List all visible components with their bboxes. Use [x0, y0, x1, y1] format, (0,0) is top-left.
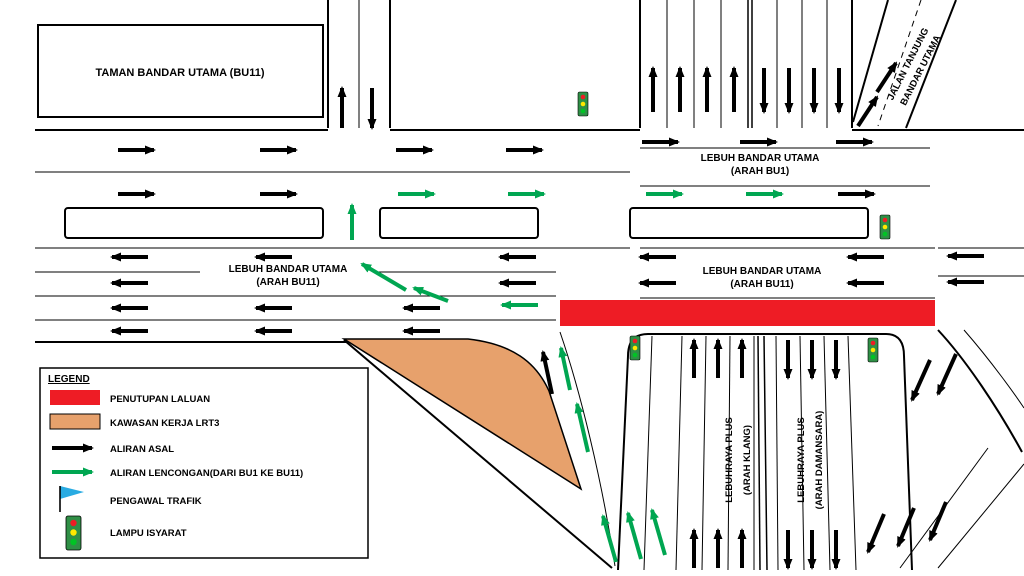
- road-label-plus-klang: LEBUHRAYA PLUS (ARAH KLANG): [724, 417, 753, 503]
- flow-arrow-black: [875, 61, 898, 94]
- road-label-arah-bu11-right: (ARAH BU11): [730, 279, 793, 290]
- road-label-lebuh-bandar-utama-arah-bu1: LEBUH BANDAR UTAMA: [701, 153, 820, 164]
- flow-arrow-black: [936, 353, 958, 396]
- legend-swatch-closure: [50, 390, 100, 405]
- original-flow-arrows: [110, 61, 984, 570]
- road-label-arah-bu11-left: (ARAH BU11): [256, 277, 319, 288]
- flow-arrow-black: [856, 95, 879, 128]
- road-closure-bar: [560, 300, 935, 326]
- flow-arrow-green: [558, 346, 572, 391]
- legend-swatch-work-area: [49, 413, 101, 430]
- flow-arrow-black: [866, 513, 886, 554]
- flow-arrow-black: [896, 507, 916, 548]
- flow-arrow-green: [360, 262, 408, 292]
- flow-arrow-green: [574, 402, 590, 453]
- median-island: [379, 207, 539, 239]
- flow-arrow-green: [601, 514, 618, 563]
- legend-label-traffic-light: LAMPU ISYARAT: [110, 528, 187, 539]
- road-label-lebuh-bandar-utama-arah-bu11-right: LEBUH BANDAR UTAMA: [703, 266, 822, 277]
- traffic-light-icon: [577, 91, 589, 117]
- legend-label-work-area: KAWASAN KERJA LRT3: [110, 418, 219, 429]
- diversion-flow-arrows: [347, 189, 784, 563]
- label-patches: [200, 150, 850, 292]
- flag-pennant: [60, 486, 84, 499]
- traffic-light-icon: [629, 335, 641, 361]
- legend-title: LEGEND: [48, 374, 90, 385]
- road-label-lebuh-bandar-utama-arah-bu11-left: LEBUH BANDAR UTAMA: [229, 264, 348, 275]
- taman-label: TAMAN BANDAR UTAMA (BU11): [95, 67, 264, 79]
- road-label-plus-damansara: LEBUHRAYA PLUS (ARAH DAMANSARA): [796, 411, 825, 510]
- legend-traffic-light-icon: [65, 515, 82, 551]
- legend-tl-green: [70, 538, 77, 546]
- plus-damansara-line1: LEBUHRAYA PLUS: [796, 417, 807, 503]
- legend-tl-red: [70, 519, 77, 527]
- flow-arrow-black: [540, 350, 554, 395]
- flow-arrow-green: [650, 508, 667, 556]
- median-islands: [64, 207, 869, 239]
- traffic-light-icon: [879, 214, 891, 240]
- traffic-light-icon: [867, 337, 879, 363]
- plus-damansara-line2: (ARAH DAMANSARA): [814, 411, 825, 510]
- flag-icon: [59, 486, 84, 512]
- taman-bandar-utama-block: TAMAN BANDAR UTAMA (BU11): [37, 24, 324, 118]
- legend-label-original-flow: ALIRAN ASAL: [110, 444, 174, 455]
- road-edges: [35, 0, 1024, 571]
- flow-arrow-green: [626, 511, 643, 560]
- legend-label-closure: PENUTUPAN LALUAN: [110, 394, 210, 405]
- legend: LEGEND PENUTUPAN LALUAN KAWASAN KERJA LR…: [39, 367, 369, 559]
- legend-label-traffic-marshal: PENGAWAL TRAFIK: [110, 496, 202, 507]
- flow-arrow-black: [928, 501, 948, 542]
- legend-tl-yellow: [70, 529, 77, 536]
- road-label-arah-bu1: (ARAH BU1): [731, 166, 789, 177]
- plus-klang-line2: (ARAH KLANG): [742, 425, 753, 495]
- median-island: [629, 207, 869, 239]
- flow-arrow-green: [412, 286, 449, 303]
- lrt3-work-area: [341, 338, 583, 491]
- median-island: [64, 207, 324, 239]
- plus-klang-line1: LEBUHRAYA PLUS: [724, 417, 735, 503]
- flow-arrow-black: [910, 359, 932, 402]
- legend-label-diversion-flow: ALIRAN LENCONGAN(DARI BU1 KE BU11): [110, 468, 303, 479]
